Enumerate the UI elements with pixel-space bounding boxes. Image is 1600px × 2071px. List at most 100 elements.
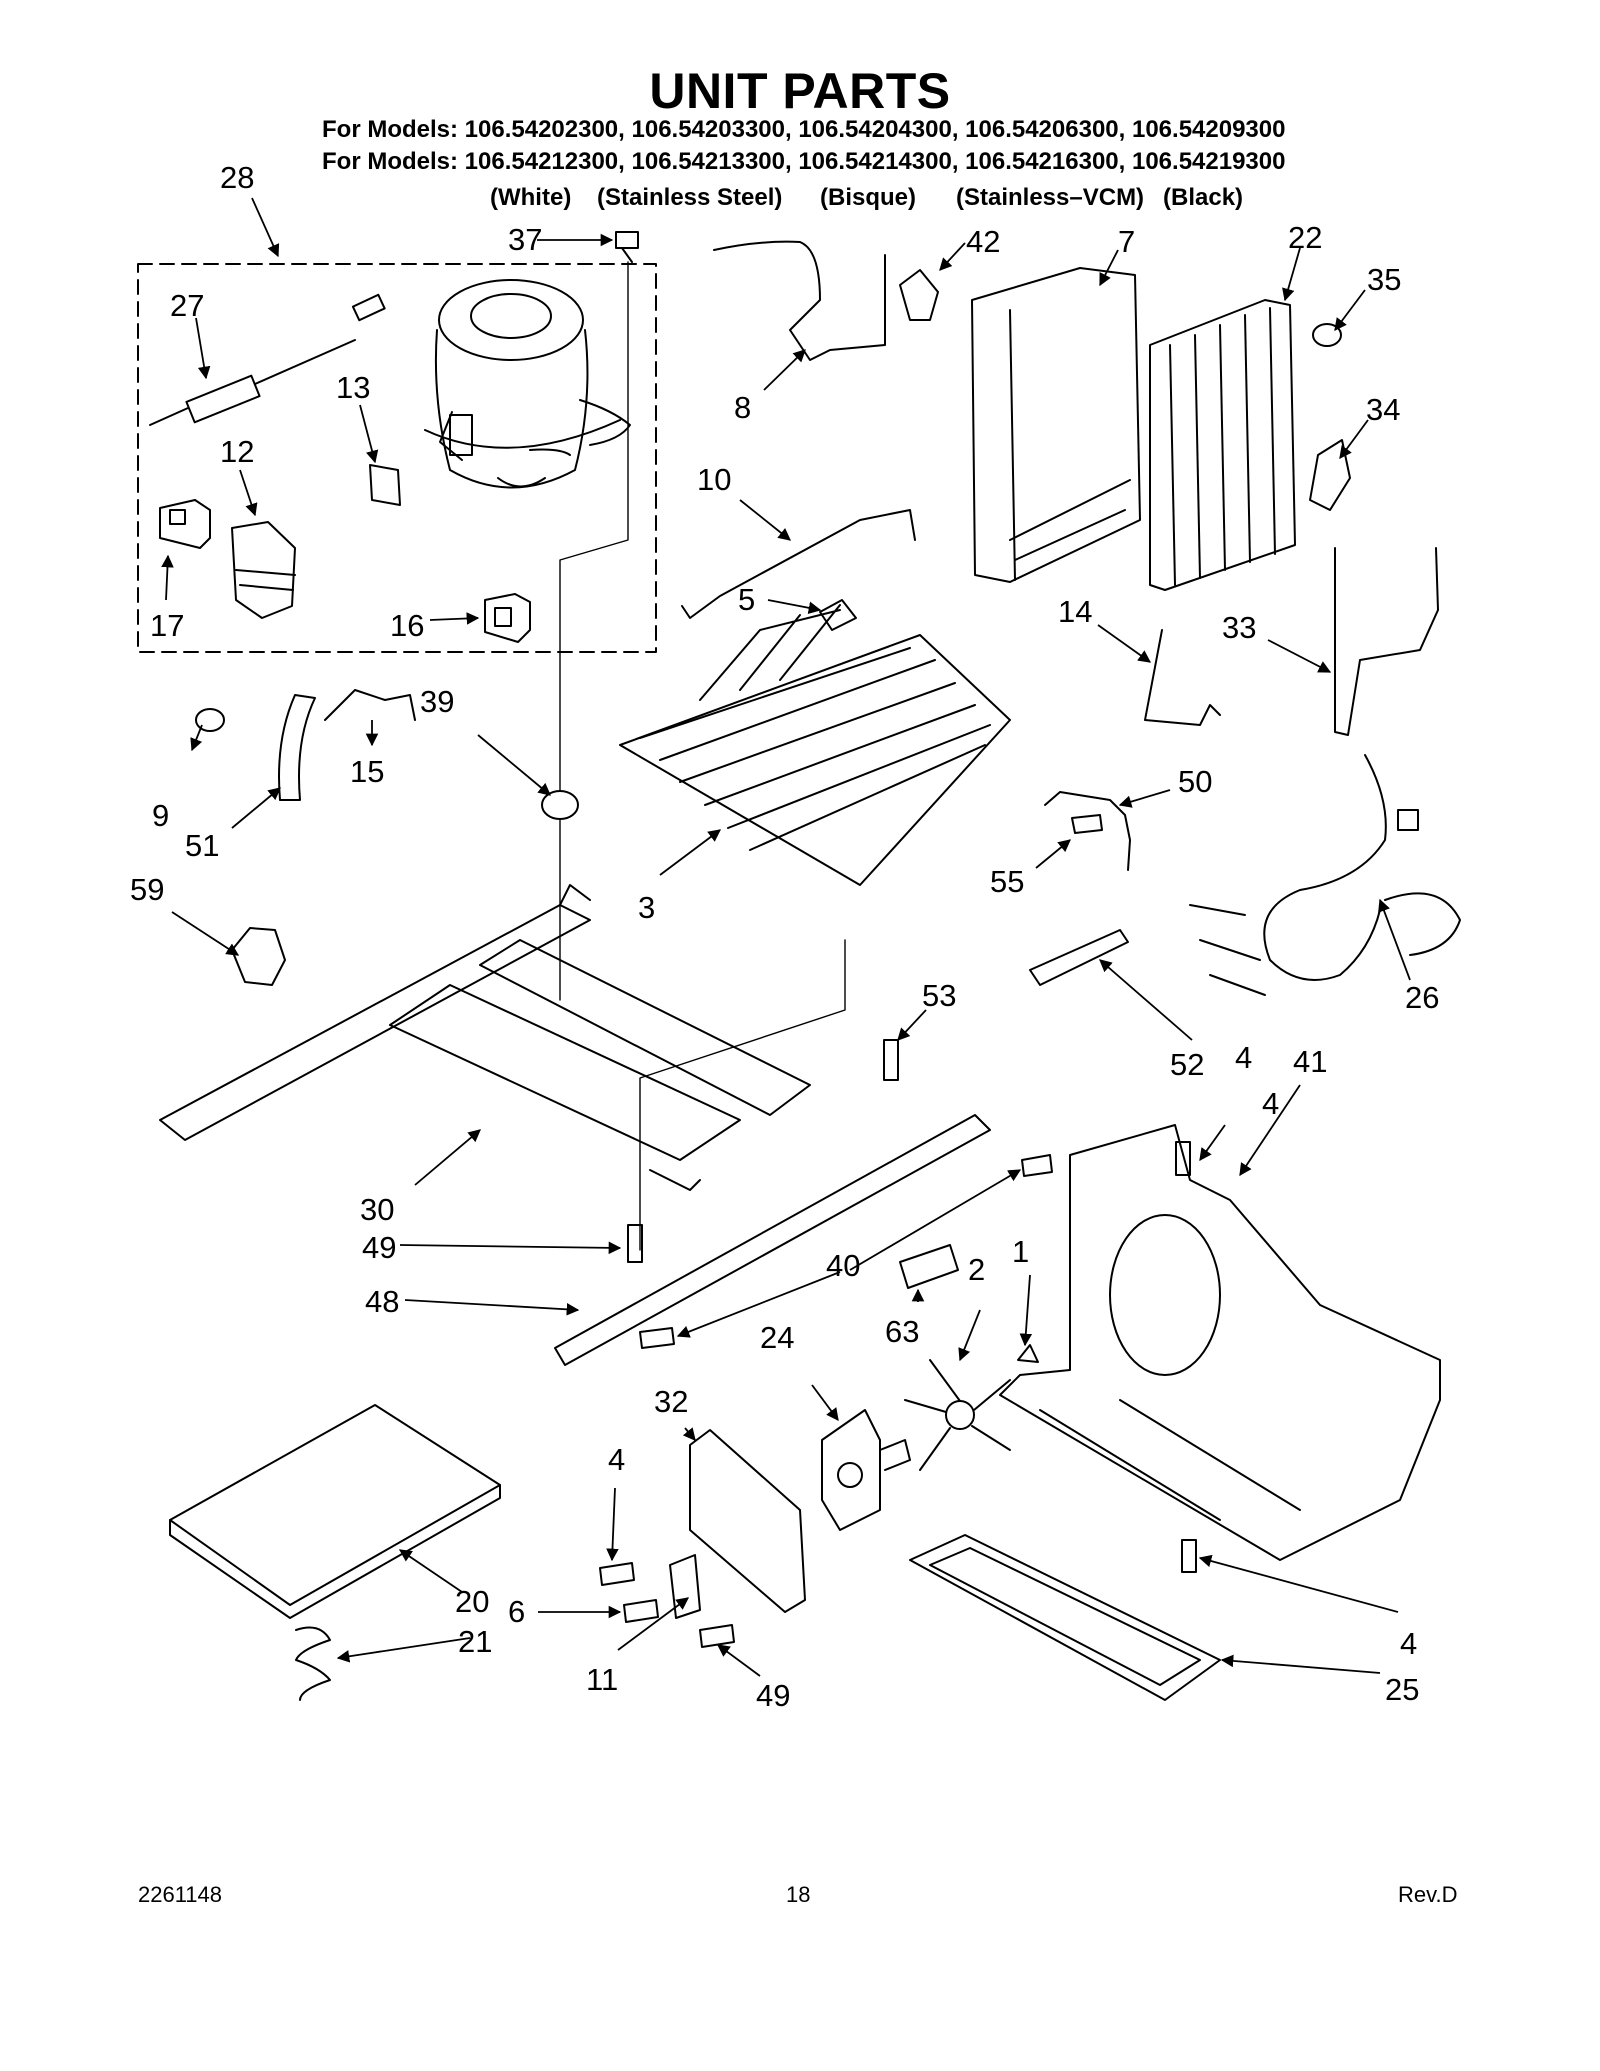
part-25-drawing [909, 1534, 1221, 1701]
callout-17: 17 [150, 608, 184, 643]
callout-4-mid: 4 [608, 1442, 625, 1477]
callout-7: 7 [1118, 224, 1135, 259]
revision: Rev.D [1398, 1882, 1458, 1907]
part-55-drawing [1071, 814, 1103, 834]
part-59-drawing [231, 927, 286, 986]
callout-25: 25 [1385, 1672, 1419, 1707]
callout-28: 28 [220, 160, 254, 195]
callout-13: 13 [336, 370, 370, 405]
doc-number: 2261148 [138, 1882, 223, 1907]
part-27-drawing [149, 293, 386, 426]
models-line-1: For Models: 106.54202300, 106.54203300, … [322, 116, 1286, 143]
part-9-drawing [195, 708, 225, 732]
part-26-drawing [1189, 754, 1461, 996]
models-line-2: For Models: 106.54212300, 106.54213300, … [322, 148, 1286, 175]
part-51-drawing [278, 694, 316, 801]
part-63-drawing [899, 1244, 959, 1289]
callout-10: 10 [697, 462, 731, 497]
part-32-drawing [689, 1429, 806, 1613]
callout-5: 5 [738, 582, 755, 617]
part-11-drawing [669, 1554, 701, 1619]
color-black: (Black) [1163, 184, 1244, 211]
callout-4-bottom: 4 [1400, 1626, 1417, 1661]
color-stainless-vcm: (Stainless–VCM) [956, 184, 1145, 211]
callout-33: 33 [1222, 610, 1256, 645]
part-33-drawing [1334, 547, 1439, 736]
callout-48: 48 [365, 1284, 399, 1319]
callout-41: 41 [1293, 1044, 1327, 1079]
callout-51: 51 [185, 828, 219, 863]
part-40-drawing [639, 1327, 675, 1349]
callout-14: 14 [1058, 594, 1092, 629]
part-49-drawing [627, 1224, 643, 1263]
callout-6: 6 [508, 1594, 525, 1629]
callout-59: 59 [130, 872, 164, 907]
part-37-drawing [615, 231, 639, 263]
part-53-drawing [883, 1039, 899, 1081]
part-7-drawing [971, 267, 1141, 583]
part-30-drawing [159, 884, 811, 1191]
part-52-drawing [1029, 929, 1129, 986]
part-1-drawing [1017, 1344, 1039, 1363]
part-12-drawing [231, 521, 296, 619]
callout-16: 16 [390, 608, 424, 643]
callout-27: 27 [170, 288, 204, 323]
part-5-drawing [819, 599, 857, 631]
callout-3: 3 [638, 890, 655, 925]
callout-22: 22 [1288, 220, 1322, 255]
color-stainless-steel: (Stainless Steel) [597, 184, 783, 211]
page-title: UNIT PARTS [649, 63, 951, 119]
part-20-drawing [169, 1404, 501, 1619]
callout-9: 9 [152, 798, 169, 833]
part-21-drawing [295, 1626, 331, 1701]
part-8-drawing [713, 240, 886, 361]
callout-24: 24 [760, 1320, 794, 1355]
callout-52: 52 [1170, 1047, 1204, 1082]
callout-21: 21 [458, 1624, 492, 1659]
part-22-drawing [1149, 299, 1296, 591]
callout-26: 26 [1405, 980, 1439, 1015]
callout-30: 30 [360, 1192, 394, 1227]
callout-8: 8 [734, 390, 751, 425]
callout-15: 15 [350, 754, 384, 789]
callout-55: 55 [990, 864, 1024, 899]
part-14-drawing [1144, 629, 1221, 726]
part-16-drawing [484, 593, 531, 643]
callout-2: 2 [968, 1252, 985, 1287]
callout-63: 63 [885, 1314, 919, 1349]
part-13-drawing [369, 464, 401, 506]
callout-20: 20 [455, 1584, 489, 1619]
part-34-drawing [1309, 439, 1351, 511]
compressor-assembly-box [137, 263, 657, 653]
compressor-drawing [424, 279, 631, 489]
page-number: 18 [786, 1882, 811, 1907]
callout-42: 42 [966, 224, 1000, 259]
callout-12: 12 [220, 434, 254, 469]
callout-35: 35 [1367, 262, 1401, 297]
part-17-drawing [159, 499, 211, 549]
callout-37: 37 [508, 222, 542, 257]
callout-53: 53 [922, 978, 956, 1013]
part-24-drawing [821, 1409, 911, 1531]
part-10-drawing [681, 509, 916, 619]
part-39-drawing [541, 790, 579, 820]
callout-32: 32 [654, 1384, 688, 1419]
part-48-drawing [554, 1114, 991, 1366]
part-2-drawing [904, 1359, 1011, 1471]
callout-4-right: 4 [1235, 1040, 1252, 1075]
part-3-drawing [619, 604, 1011, 886]
callout-50: 50 [1178, 764, 1212, 799]
callout-1: 1 [1012, 1234, 1029, 1269]
callout-4-top: 4 [1262, 1086, 1279, 1121]
callout-49-lower: 49 [756, 1678, 790, 1713]
part-41-drawing [999, 1124, 1441, 1561]
part-35-drawing [1312, 323, 1342, 347]
callout-11: 11 [586, 1662, 618, 1697]
callout-49-upper: 49 [362, 1230, 396, 1265]
callout-39: 39 [420, 684, 454, 719]
part-15-drawing [324, 689, 416, 721]
part-42-drawing [899, 269, 939, 321]
part-50-drawing [1044, 791, 1131, 871]
callout-34: 34 [1366, 392, 1400, 427]
